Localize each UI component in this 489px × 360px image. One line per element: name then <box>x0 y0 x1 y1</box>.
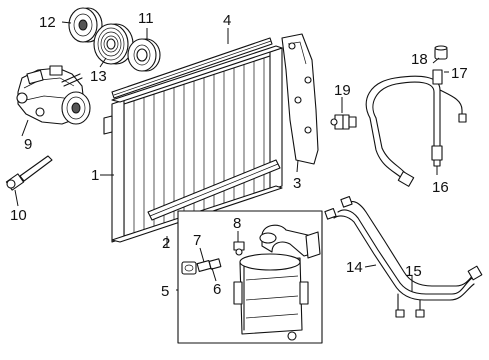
seal-strip-bottom-part <box>147 159 281 221</box>
callout-12: 12 <box>39 14 56 31</box>
callout-7: 7 <box>193 232 201 249</box>
valve-cap-part <box>434 45 448 60</box>
callout-labels: 1 2 3 4 5 6 7 8 9 10 11 12 13 14 15 16 1… <box>10 10 468 300</box>
callout-4: 4 <box>223 12 231 29</box>
callout-6: 6 <box>213 281 221 298</box>
callout-8: 8 <box>233 215 241 232</box>
temperature-sensor-part <box>233 241 245 256</box>
callout-10: 10 <box>10 207 27 224</box>
pressure-sensor-part <box>5 155 53 191</box>
callout-1: 1 <box>91 167 99 184</box>
callout-15: 15 <box>405 263 422 280</box>
clutch-coil-part <box>127 38 161 72</box>
callout-11: 11 <box>138 10 154 27</box>
callout-9: 9 <box>24 136 32 153</box>
accumulator-part <box>233 224 321 341</box>
callout-5: 5 <box>161 283 169 300</box>
callout-2: 2 <box>162 235 170 252</box>
connector-part <box>181 261 197 275</box>
leader-lines <box>14 21 449 292</box>
callout-3: 3 <box>293 175 301 192</box>
pressure-switch-part <box>196 258 222 272</box>
pulley-part <box>93 23 134 65</box>
callout-16: 16 <box>432 179 449 196</box>
condenser-part <box>103 45 283 243</box>
callout-19: 19 <box>334 82 351 99</box>
callout-14: 14 <box>346 259 363 276</box>
clutch-plate-part <box>68 7 103 43</box>
callout-18: 18 <box>411 51 428 68</box>
callout-17: 17 <box>451 65 468 82</box>
hose-assembly-part <box>365 69 467 187</box>
compressor-part <box>16 65 91 125</box>
seal-strip-top-part <box>111 37 273 99</box>
liquid-line-part <box>324 195 483 318</box>
callout-13: 13 <box>90 68 107 85</box>
side-shield-part <box>281 33 319 165</box>
service-valve-part <box>330 114 357 130</box>
